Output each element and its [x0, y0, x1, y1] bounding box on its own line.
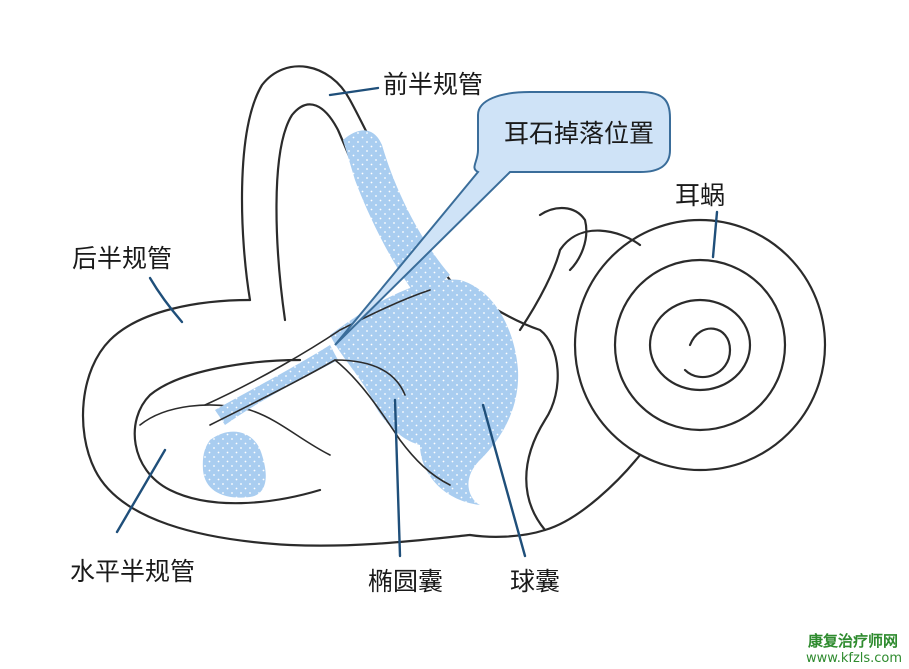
label-saccule: 球囊 — [510, 567, 560, 596]
canal-body-outline — [81, 298, 472, 547]
leader-horizontal — [115, 448, 167, 534]
duct-connection-fluid — [215, 345, 338, 425]
leader-saccule — [481, 403, 527, 558]
cochlea-connector — [518, 229, 642, 332]
cochlea-outer-turn — [573, 218, 827, 472]
watermark-line1: 康复治疗师网 — [808, 632, 898, 650]
callout-text: 耳石掉落位置 — [504, 119, 654, 148]
cochlea-base — [543, 453, 642, 532]
label-utricle: 椭圆囊 — [368, 567, 443, 596]
label-anterior-canal: 前半规管 — [383, 70, 483, 99]
membranous-line-1 — [204, 289, 431, 406]
horizontal-canal-lumen — [139, 404, 331, 456]
vestibule-outline — [448, 278, 559, 538]
cochlea-nerve-stub — [538, 207, 588, 272]
leader-posterior — [148, 276, 184, 324]
watermark-line2: www.kfzls.com — [806, 651, 902, 666]
label-cochlea: 耳蜗 — [675, 181, 725, 210]
label-horizontal-canal: 水平半规管 — [70, 557, 195, 586]
leader-utricle — [393, 398, 402, 558]
leader-anterior — [328, 86, 380, 97]
horizontal-canal-inner — [133, 358, 322, 505]
vestibule-fluid — [330, 279, 519, 505]
horizontal-ampulla-fluid — [202, 431, 266, 498]
callout-bubble — [334, 91, 671, 346]
cochlea-spiral — [613, 258, 787, 432]
label-posterior-canal: 后半规管 — [72, 244, 172, 273]
vestibule-inner-line — [334, 359, 451, 486]
leader-cochlea — [711, 210, 719, 259]
